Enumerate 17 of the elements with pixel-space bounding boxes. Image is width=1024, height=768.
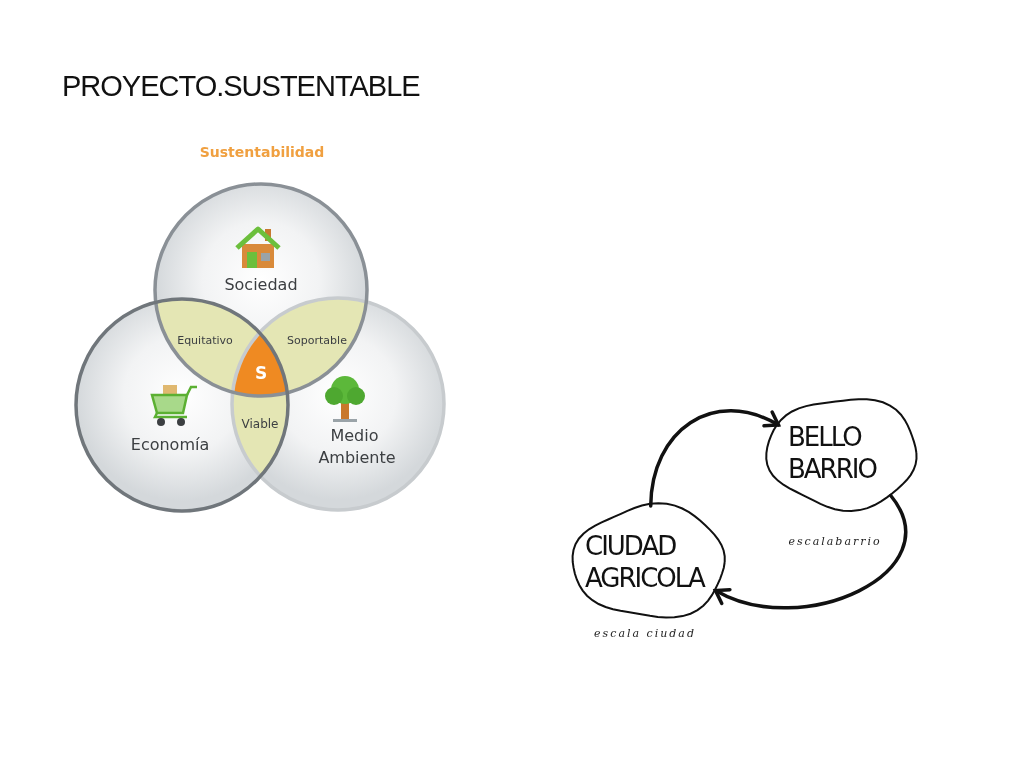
venn-overlap-region	[231, 392, 289, 476]
caption-text: escalabarrio	[788, 534, 882, 548]
circle-label: Sociedad	[224, 275, 298, 294]
diagram-heading: Sustentabilidad	[199, 144, 325, 160]
region-label: Viable	[241, 417, 279, 431]
curved-arrow	[713, 493, 908, 610]
slide-title: PROYECTO.SUSTENTABLE	[62, 70, 420, 103]
circle-label: Economía	[130, 435, 210, 454]
region-label: S	[254, 363, 268, 383]
curved-arrow	[648, 409, 781, 508]
region-label: Soportable	[287, 334, 347, 347]
hand-lettered-text: BELLO BARRIO	[788, 421, 878, 485]
venn-center-region	[232, 332, 288, 397]
caption-text: escala ciudad	[594, 626, 696, 640]
hand-lettered-text: CIUDAD AGRICOLA	[585, 530, 706, 594]
circle-label: Medio Ambiente	[318, 426, 396, 467]
region-label: Equitativo	[177, 334, 233, 347]
